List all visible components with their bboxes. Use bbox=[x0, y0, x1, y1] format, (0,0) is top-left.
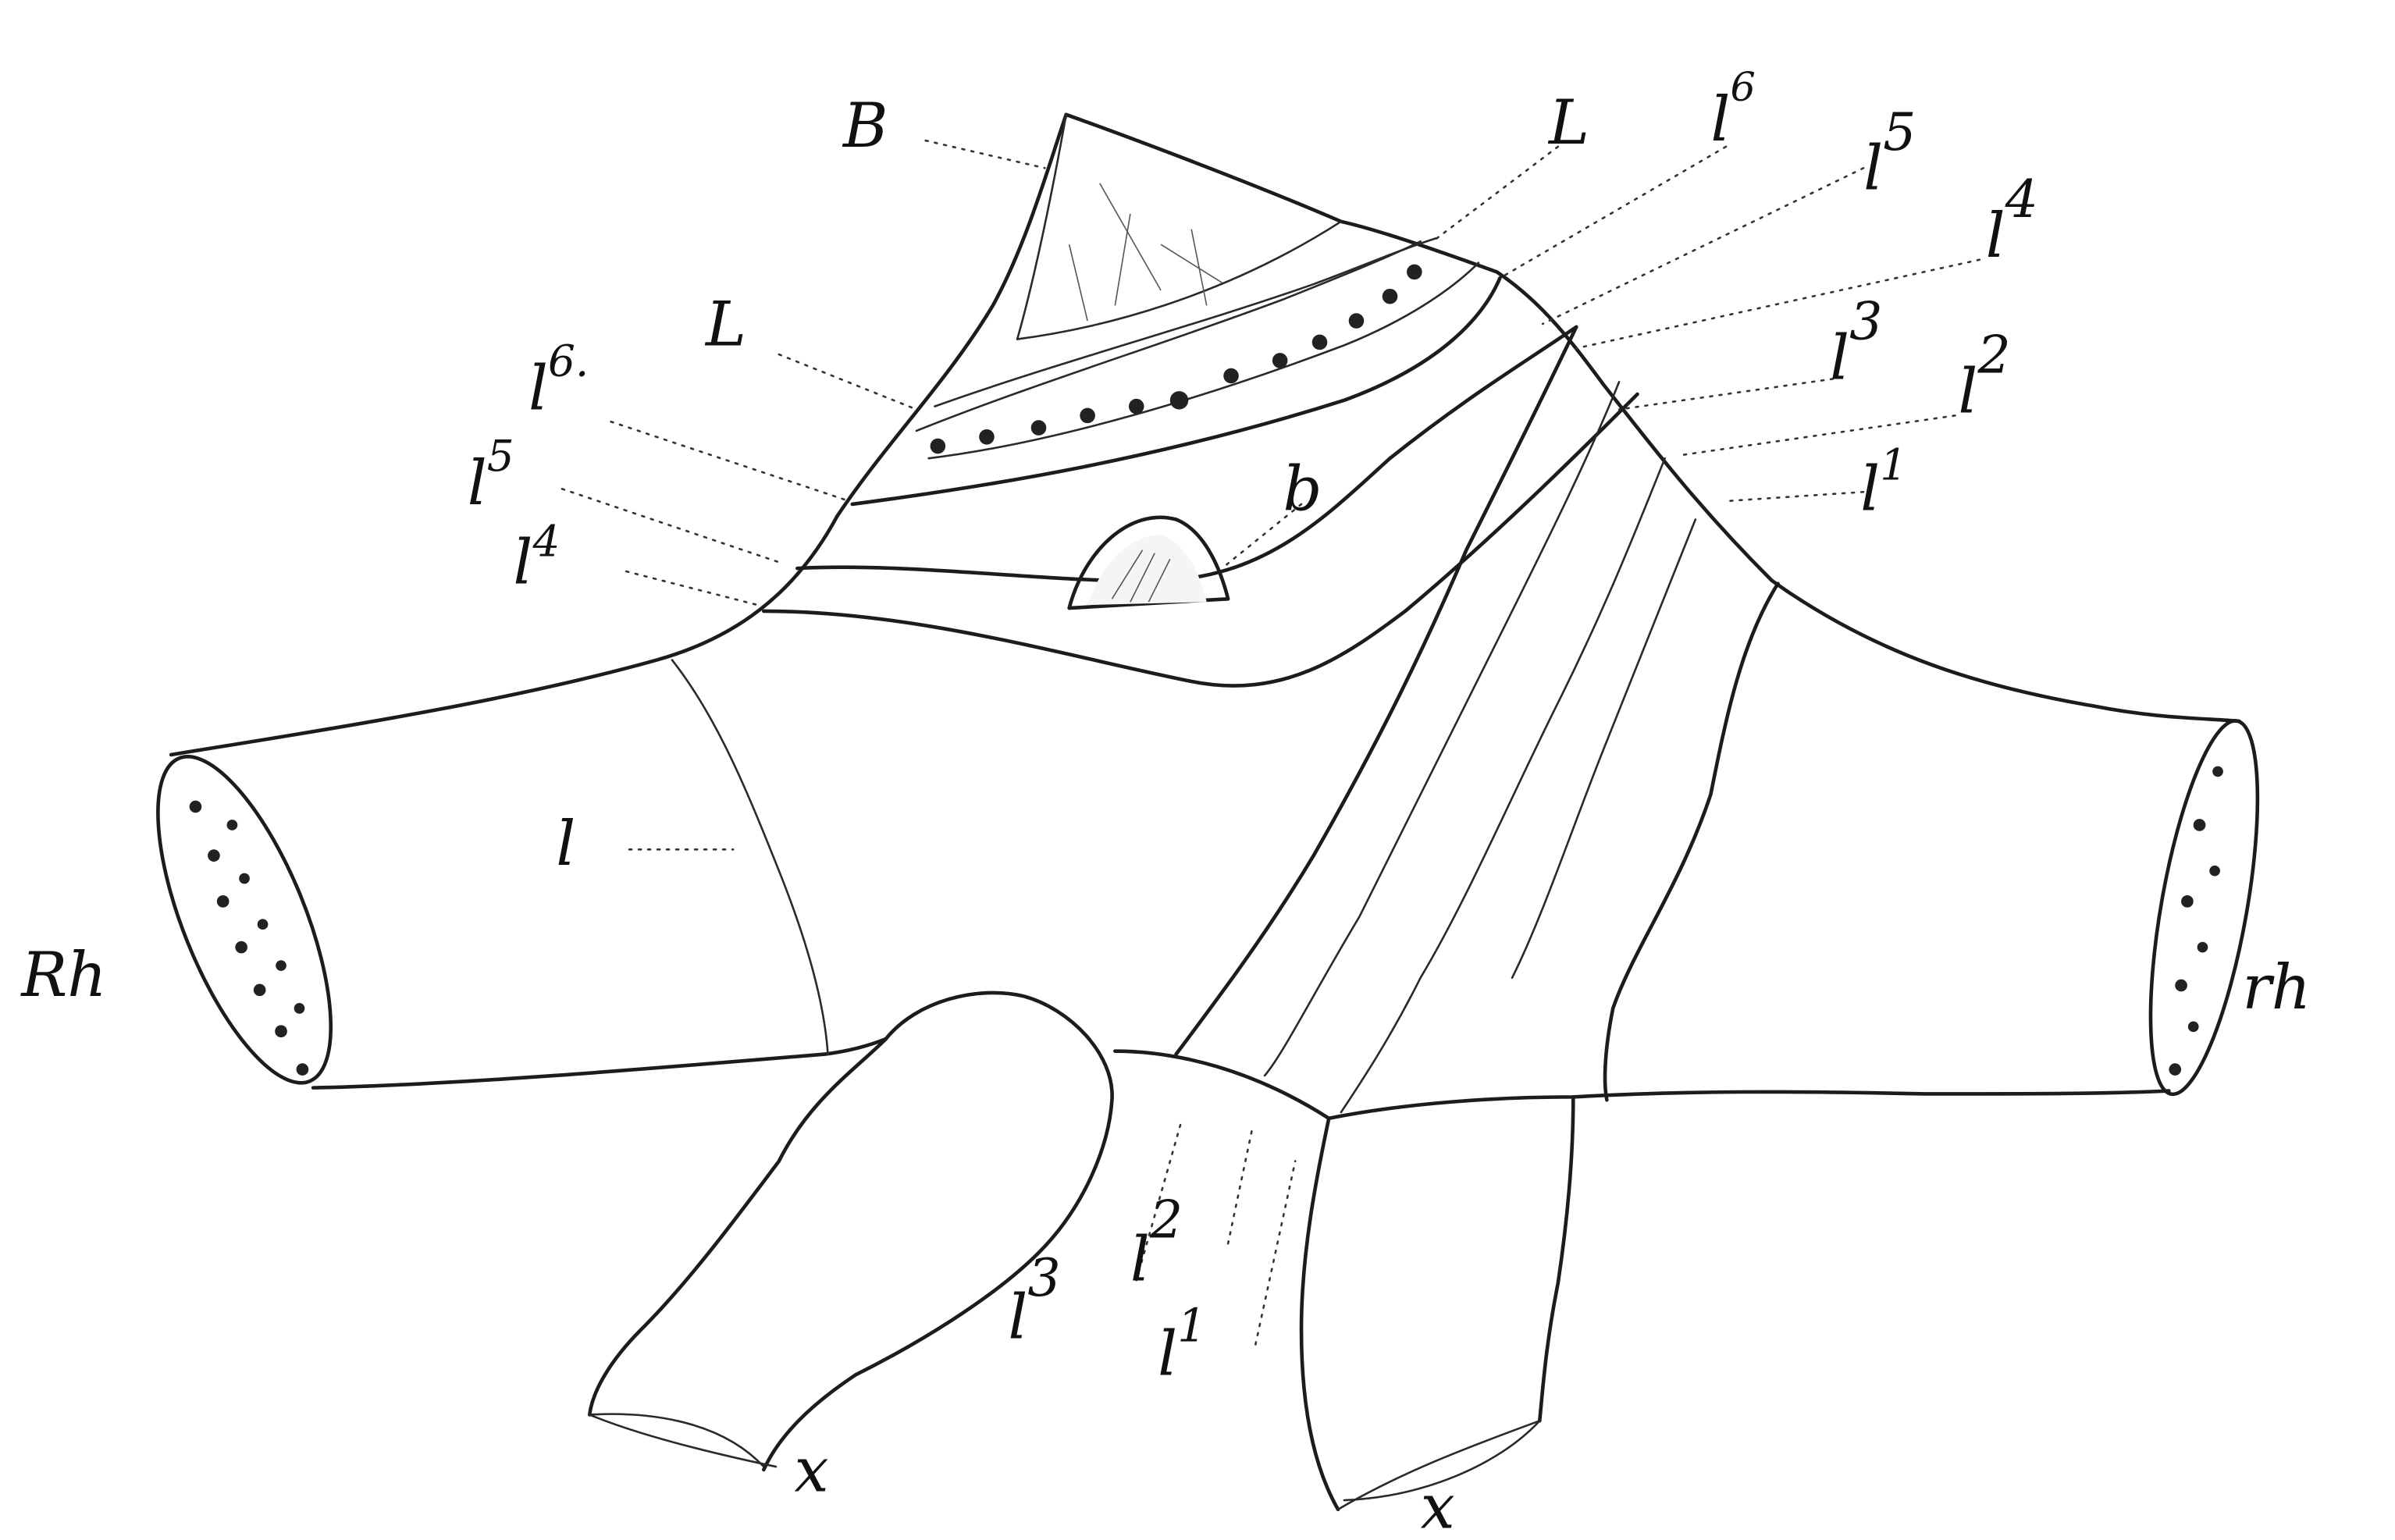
left-leg bbox=[589, 993, 1112, 1470]
apex-cone bbox=[1017, 115, 1341, 340]
label-l4-right: l4 bbox=[1986, 169, 2038, 272]
label-L-top: L bbox=[1547, 87, 1589, 158]
label-x-right: x bbox=[1421, 1471, 1455, 1540]
label-l5-right: l5 bbox=[1863, 101, 1916, 205]
body-outline bbox=[123, 115, 2279, 1119]
knob-b bbox=[1069, 517, 1228, 608]
label-l2-bottom: l2 bbox=[1130, 1189, 1183, 1295]
label-l4-left: l4 bbox=[513, 516, 560, 598]
label-l1-bottom: l1 bbox=[1158, 1300, 1206, 1390]
label-l6-top: l6 bbox=[1710, 64, 1755, 155]
label-l6-left: l6. bbox=[528, 336, 589, 424]
label-B: B bbox=[842, 91, 888, 162]
label-l3-bottom: l3 bbox=[1008, 1247, 1060, 1353]
label-b: b bbox=[1283, 454, 1322, 525]
label-l1-right: l1 bbox=[1860, 440, 1907, 525]
line-l bbox=[672, 660, 828, 1055]
label-l5-left: l5 bbox=[468, 431, 514, 519]
left-arm-pores bbox=[190, 801, 309, 1076]
stripes bbox=[1176, 327, 1778, 1112]
label-L-left: L bbox=[704, 289, 746, 360]
growth-bands bbox=[763, 238, 1637, 685]
label-l: l bbox=[556, 809, 575, 880]
dot-row-L bbox=[931, 265, 1422, 454]
figure-labels: B L L l6 l5 l4 l3 l2 l1 l6. l5 l4 b l Rh… bbox=[20, 64, 2311, 1540]
label-Rh: Rh bbox=[20, 940, 106, 1011]
label-rh: rh bbox=[2242, 952, 2311, 1023]
label-l2-right: l2 bbox=[1958, 325, 2010, 428]
label-l3-right: l3 bbox=[1830, 291, 1882, 394]
right-leg bbox=[1301, 1097, 1573, 1509]
label-x-left: x bbox=[794, 1435, 828, 1506]
